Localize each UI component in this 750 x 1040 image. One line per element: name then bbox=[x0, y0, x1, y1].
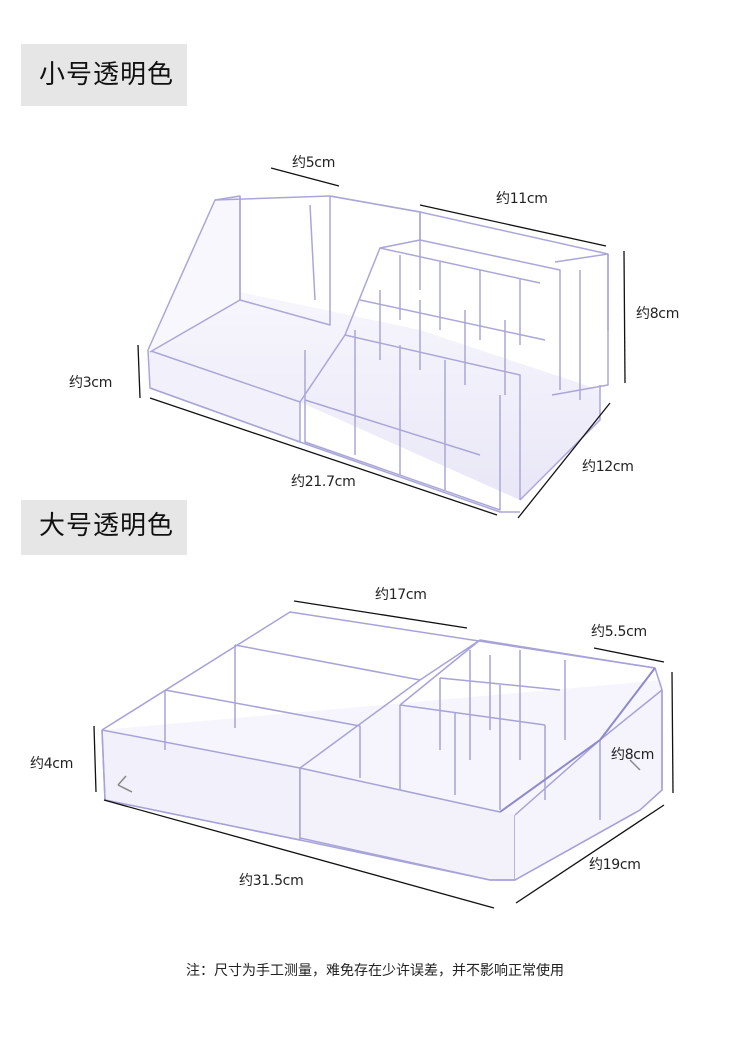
large-height-right-label: 约8cm bbox=[611, 747, 655, 763]
small-height-left-label: 约3cm bbox=[69, 375, 113, 391]
small-top-width-label: 约5cm bbox=[292, 155, 336, 171]
small-back-length-label: 约11cm bbox=[496, 191, 548, 207]
large-dimension-lines bbox=[93, 600, 674, 909]
large-size-title: 大号透明色 bbox=[21, 500, 187, 555]
small-dimension-lines bbox=[137, 167, 626, 519]
large-back-length-label: 约17cm bbox=[375, 587, 427, 603]
large-depth-label: 约19cm bbox=[589, 857, 641, 873]
small-organizer bbox=[147, 195, 609, 513]
small-depth-label: 约12cm bbox=[582, 459, 634, 475]
small-height-right-label: 约8cm bbox=[636, 306, 680, 322]
large-front-length-label: 约31.5cm bbox=[239, 873, 304, 889]
small-front-length-label: 约21.7cm bbox=[291, 474, 356, 490]
large-top-width-label: 约5.5cm bbox=[591, 624, 647, 640]
measurement-note: 注：尺寸为手工测量，难免存在少许误差，并不影响正常使用 bbox=[186, 963, 564, 979]
small-size-title: 小号透明色 bbox=[21, 44, 187, 106]
large-height-left-label: 约4cm bbox=[30, 756, 74, 772]
large-organizer bbox=[101, 611, 663, 881]
